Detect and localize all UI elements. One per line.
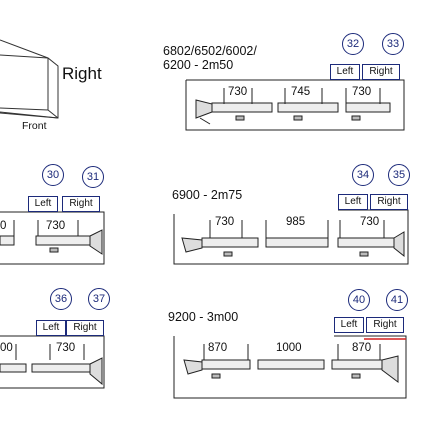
side-label-right[interactable]: Right <box>362 64 400 80</box>
callout-number[interactable]: 32 <box>342 33 364 55</box>
side-label-left[interactable]: Left <box>330 64 360 80</box>
side-label-right[interactable]: Right <box>370 194 408 210</box>
dimension-label: 870 <box>208 342 228 354</box>
dimension-label: 00 <box>0 342 13 354</box>
side-label-right[interactable]: Right <box>62 196 100 212</box>
side-label-left[interactable]: Left <box>338 194 368 210</box>
callout-number[interactable]: 36 <box>50 288 72 310</box>
assembly-frame-30-31 <box>0 211 105 265</box>
dimension-label: 730 <box>215 216 235 228</box>
side-label-right[interactable]: Right <box>366 317 404 333</box>
callout-number[interactable]: 31 <box>82 166 104 188</box>
callout-number[interactable]: 33 <box>382 33 404 55</box>
dimension-label: 985 <box>286 216 306 228</box>
callout-number[interactable]: 40 <box>348 289 370 311</box>
dimension-label: 1000 <box>276 342 302 354</box>
view-label-front: Front <box>22 120 47 132</box>
assembly-frame-36-37 <box>0 335 105 389</box>
side-label-right[interactable]: Right <box>66 320 104 336</box>
perspective-view <box>0 39 59 119</box>
assembly-frame-32-33 <box>185 79 405 131</box>
side-label-left[interactable]: Left <box>334 317 364 333</box>
group-title: 6802/6502/6002/ <box>163 44 257 58</box>
side-label-left[interactable]: Left <box>36 320 66 336</box>
dimension-label: 730 <box>352 86 372 98</box>
dimension-label: 730 <box>56 342 76 354</box>
group-title: 6900 - 2m75 <box>172 188 243 202</box>
view-label-right: Right <box>62 64 102 83</box>
group-subtitle: 6200 - 2m50 <box>163 58 234 72</box>
assembly-frame-34-35 <box>173 209 409 265</box>
dimension-label: 730 <box>360 216 380 228</box>
dimension-label: 870 <box>352 342 372 354</box>
callout-number[interactable]: 30 <box>42 164 64 186</box>
dimension-label: 730 <box>228 86 248 98</box>
callout-number[interactable]: 35 <box>388 164 410 186</box>
assembly-frame-40-41 <box>173 335 407 399</box>
callout-number[interactable]: 34 <box>352 164 374 186</box>
dimension-label: 0 <box>0 220 7 232</box>
dimension-label: 730 <box>46 220 66 232</box>
callout-number[interactable]: 41 <box>386 289 408 311</box>
callout-number[interactable]: 37 <box>88 288 110 310</box>
side-label-left[interactable]: Left <box>28 196 58 212</box>
group-title: 9200 - 3m00 <box>168 310 239 324</box>
dimension-label: 745 <box>291 86 311 98</box>
